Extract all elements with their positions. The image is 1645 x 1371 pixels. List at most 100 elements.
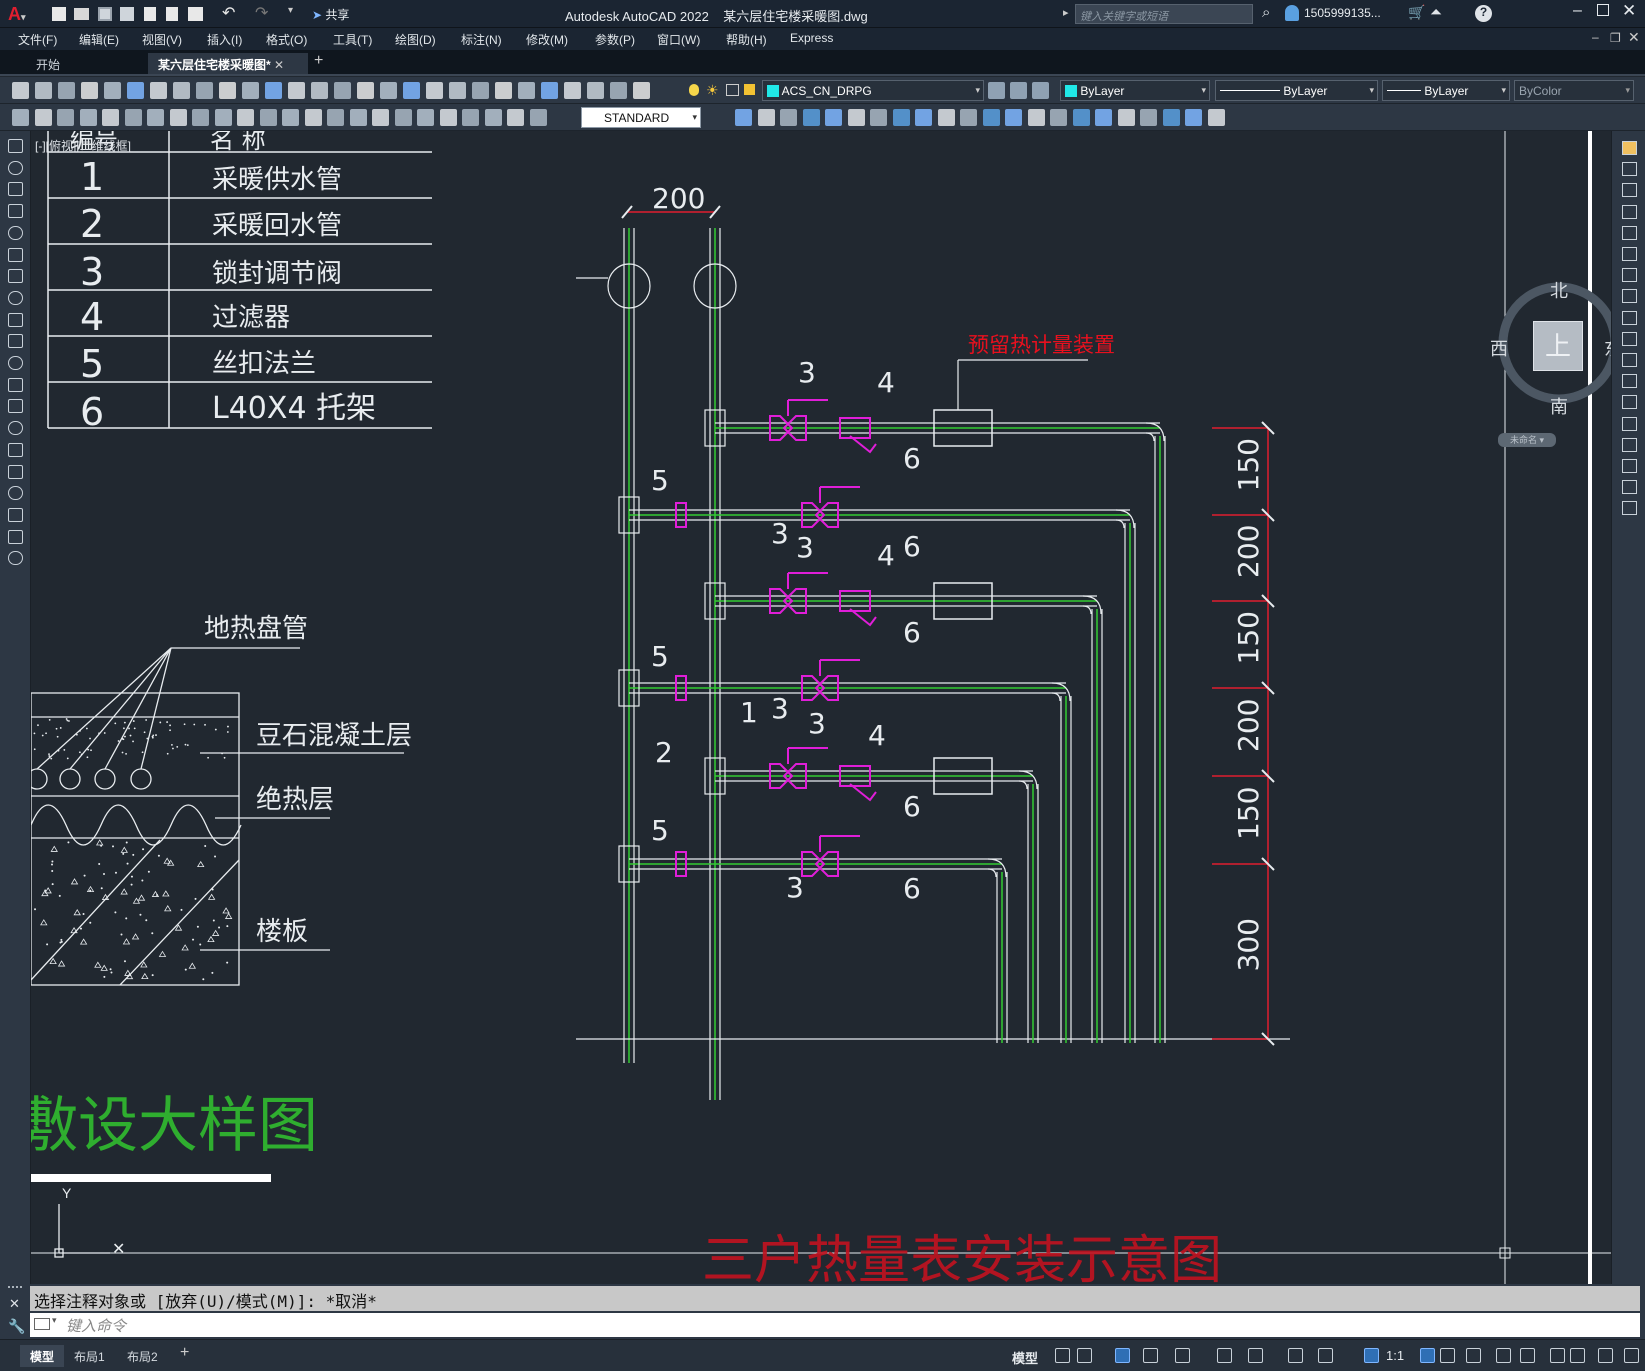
cmd-close-icon[interactable]: ✕ (9, 1296, 20, 1311)
3d-box-icon[interactable] (735, 109, 752, 126)
tab-start[interactable]: 开始 (36, 58, 61, 72)
search-input[interactable]: 键入关键字或短语 (1075, 4, 1253, 24)
share-button[interactable]: ➤ 共享 (312, 8, 350, 22)
orbit-icon[interactable] (1005, 109, 1022, 126)
tab-document[interactable]: 某六层住宅楼采暖图* ✕ (148, 53, 308, 74)
break-icon[interactable] (1622, 395, 1637, 410)
open-icon[interactable] (74, 8, 89, 20)
save-icon[interactable] (58, 82, 75, 99)
cmd-grip-icon[interactable] (8, 1286, 22, 1290)
compass-south[interactable]: 南 (1550, 397, 1568, 418)
match-icon[interactable] (219, 82, 236, 99)
ortho-icon[interactable] (1143, 1348, 1158, 1363)
erase-icon[interactable] (1622, 141, 1637, 155)
viewcube[interactable]: 北 南 西 东 上 (1490, 281, 1611, 418)
minimize-button[interactable]: – (1573, 2, 1582, 19)
menu-dimension[interactable]: 标注(N) (461, 33, 502, 47)
grid-icon[interactable] (1055, 1348, 1070, 1363)
extend-icon[interactable] (1622, 353, 1637, 367)
pan-icon[interactable] (288, 82, 305, 99)
menu-parametric[interactable]: 参数(P) (595, 33, 635, 47)
recent-commands-icon[interactable] (34, 1318, 50, 1330)
join-icon[interactable] (1622, 416, 1637, 431)
new-icon[interactable] (12, 82, 29, 99)
redo-icon[interactable]: ↷ (255, 5, 269, 22)
extrude-icon[interactable] (802, 109, 820, 126)
plot-icon[interactable] (188, 7, 203, 21)
table-icon[interactable] (8, 507, 23, 522)
dim-update-icon[interactable] (439, 109, 457, 126)
compass-north[interactable]: 北 (1550, 281, 1568, 302)
layer-on-icon[interactable] (689, 84, 699, 96)
cut-icon[interactable] (150, 82, 167, 99)
fillet-icon[interactable] (1622, 459, 1637, 473)
insert-block-icon[interactable] (8, 377, 23, 392)
user-account[interactable]: 1505999135... (1304, 6, 1381, 20)
gradient-icon[interactable] (8, 464, 23, 479)
open-icon[interactable] (35, 82, 52, 99)
properties-icon[interactable] (380, 82, 397, 99)
menu-format[interactable]: 格式(O) (266, 33, 308, 47)
dim-diameter-icon[interactable] (147, 109, 164, 126)
revcloud-icon[interactable] (8, 290, 23, 305)
rotate-icon[interactable] (1622, 268, 1637, 283)
visual-style-icon[interactable] (982, 109, 1000, 126)
scale-icon[interactable] (1622, 289, 1637, 304)
undo-icon[interactable]: ↶ (222, 5, 236, 22)
dim-aligned-icon[interactable] (484, 109, 502, 126)
menu-edit[interactable]: 编辑(E) (79, 33, 119, 47)
model-space-button[interactable]: 模型 (1012, 1351, 1039, 1366)
annotation-scale[interactable]: 1:1 (1386, 1348, 1405, 1363)
presspull-icon[interactable] (825, 109, 842, 126)
zoom-previous-icon[interactable] (357, 82, 374, 99)
menu-modify[interactable]: 修改(M) (526, 33, 568, 47)
dim-linear-icon[interactable] (12, 109, 29, 126)
save-as-icon[interactable] (120, 7, 134, 21)
autocad-logo-icon[interactable]: A▾ (8, 4, 26, 24)
union-icon[interactable] (847, 109, 865, 126)
ucs-world-icon[interactable] (1162, 109, 1180, 126)
help-icon[interactable]: ? (1475, 5, 1492, 22)
markup-icon[interactable] (472, 82, 489, 99)
copy-icon[interactable] (1622, 162, 1637, 177)
autodesk-app-icon[interactable]: ⏶ (1430, 4, 1443, 21)
layer-viewport-icon[interactable] (726, 84, 739, 96)
make-block-icon[interactable] (8, 399, 23, 414)
osnap-icon[interactable] (1248, 1348, 1263, 1363)
walk-icon[interactable] (1027, 109, 1045, 126)
new-icon[interactable] (564, 82, 581, 99)
paste-icon[interactable] (196, 82, 213, 99)
cmd-customize-icon[interactable]: 🔧 (8, 1318, 26, 1334)
infer-icon[interactable] (1115, 1348, 1130, 1363)
menu-window[interactable]: 窗口(W) (657, 33, 701, 47)
make-current-icon[interactable] (988, 82, 1005, 99)
render-icon[interactable] (960, 109, 977, 126)
light-icon[interactable] (1050, 109, 1067, 126)
offset-icon[interactable] (1622, 204, 1637, 219)
add-selected-icon[interactable] (8, 551, 23, 566)
search-arrow-icon[interactable]: ▸ (1063, 7, 1069, 19)
close-button[interactable]: ✕ (1622, 1, 1637, 20)
3d-cone-icon[interactable] (780, 109, 797, 126)
pline-icon[interactable] (8, 160, 23, 175)
intersect-icon[interactable] (892, 109, 910, 126)
doc-close-button[interactable]: ✕ (1628, 29, 1640, 45)
layer-previous-icon[interactable] (1032, 82, 1049, 99)
menu-tools[interactable]: 工具(T) (333, 33, 373, 47)
tab-close-icon[interactable]: ✕ (274, 58, 285, 72)
array-icon[interactable] (1622, 225, 1637, 240)
quick-dim-icon[interactable] (192, 109, 209, 126)
camera-icon[interactable] (1095, 109, 1112, 126)
plot-icon[interactable] (633, 82, 650, 99)
cmd-dropdown-icon[interactable]: ▾ (52, 1315, 57, 1325)
redo-icon[interactable] (265, 82, 282, 99)
plot-icon[interactable] (81, 82, 98, 99)
dim-angular-icon[interactable] (169, 109, 187, 126)
3d-wedge-icon[interactable] (757, 109, 775, 126)
circle-icon[interactable] (8, 269, 23, 284)
tool-palettes-icon[interactable] (426, 82, 443, 99)
doc-minimize-button[interactable]: – (1592, 30, 1599, 44)
tab-model[interactable]: 模型 (20, 1345, 65, 1367)
lock-ui-icon[interactable] (1598, 1348, 1613, 1363)
menu-file[interactable]: 文件(F) (18, 33, 58, 47)
